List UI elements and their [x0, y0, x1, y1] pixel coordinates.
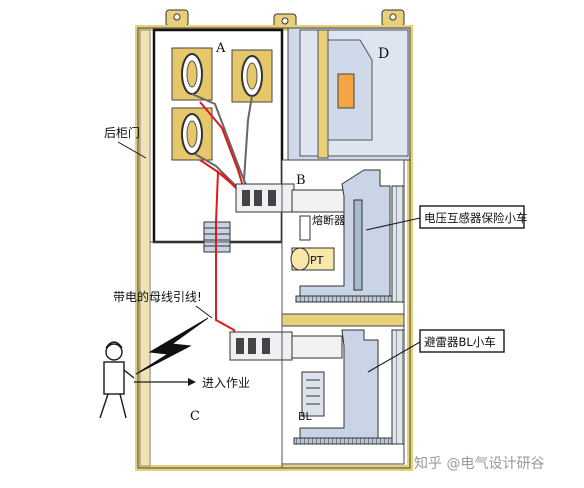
fuse-label: 熔断器: [312, 213, 345, 227]
compartment-d-label: D: [378, 46, 389, 62]
compartment-bl: BL: [229, 313, 405, 465]
lightning-icon: [135, 317, 209, 375]
cabinet-frame: [135, 25, 413, 471]
watermark: 知乎 @电气设计研谷: [414, 455, 544, 472]
live-busbar-lead-label: 带电的母线引线!: [113, 289, 202, 304]
busbar-insulator-3: [171, 107, 213, 161]
worker-figure: [99, 341, 135, 419]
mounting-lugs: [165, 9, 405, 31]
bl-label: BL: [298, 410, 313, 423]
live-lead-callout: 带电的母线引线!: [113, 289, 213, 319]
compartment-b: B 熔断器 PT: [235, 159, 405, 315]
busbar-insulator-2: [231, 49, 273, 103]
pt-label: PT: [310, 254, 324, 267]
arrester-truck-label: 避雷器BL小车: [424, 335, 496, 349]
compartment-c-label: C: [190, 409, 200, 424]
rear-door: [139, 29, 151, 467]
compartment-d: D: [287, 27, 411, 161]
vt-fuse-truck-callout: 电压互感器保险小车: [365, 205, 528, 231]
compartment-b-label: B: [296, 173, 306, 188]
enter-work-callout: 进入作业: [134, 376, 250, 390]
enter-work-label: 进入作业: [202, 376, 250, 390]
rear-door-callout: 后柜门: [104, 125, 147, 159]
arrester-truck-callout: 避雷器BL小车: [367, 329, 505, 373]
busbar-insulator-1: [171, 47, 213, 101]
rear-door-label: 后柜门: [104, 125, 140, 140]
compartment-a-label: A: [215, 41, 226, 56]
vt-fuse-truck-label: 电压互感器保险小车: [424, 211, 528, 225]
